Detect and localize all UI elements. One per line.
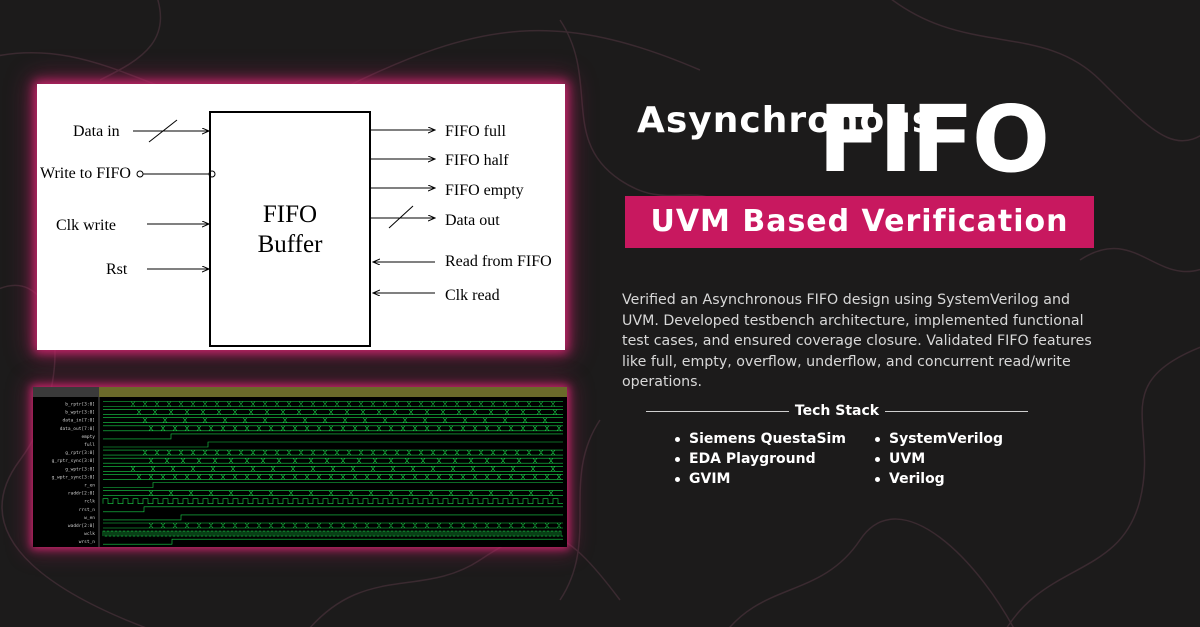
tech-stack-list-1: Siemens QuestaSim EDA Playground GVIM [673, 429, 846, 489]
block-label-line1: FIFO [263, 201, 317, 228]
tech-stack-list-2: SystemVerilog UVM Verilog [873, 429, 1003, 489]
signal-name: rclk [84, 499, 95, 505]
tech-item: UVM [873, 449, 1003, 469]
tech-item: GVIM [673, 469, 846, 489]
signal-name: b_rptr[3:0] [65, 402, 95, 408]
signal-name: empty [81, 434, 95, 440]
signal-name: rrst_n [79, 507, 96, 513]
signal-trace [103, 522, 563, 529]
signal-name: wrst_n [79, 539, 96, 545]
output-label-half: FIFO half [445, 152, 509, 169]
input-label-write: Write to FIFO [40, 165, 131, 182]
signal-name: g_rptr[3:0] [65, 450, 95, 456]
tech-item: Siemens QuestaSim [673, 429, 846, 449]
output-label-full: FIFO full [445, 123, 506, 140]
signal-name: full [84, 442, 95, 448]
output-label-data-out: Data out [445, 212, 500, 229]
signal-trace [103, 474, 563, 480]
output-label-clk-read: Clk read [445, 287, 500, 304]
title-asynchronous: Asynchronous [637, 100, 935, 141]
signal-trace [103, 425, 563, 432]
signal-name: r_en [84, 484, 95, 489]
signal-name: b_wptr[3:0] [65, 410, 95, 416]
signal-name: g_rptr_sync[3:0] [52, 458, 95, 464]
waveform-viewer: b_rptr[3:0] b_wptr[3:0] data_in[7:0] data_o… [33, 387, 567, 547]
signal-name: data_in[7:0] [62, 418, 95, 424]
signal-trace [103, 409, 563, 415]
signal-trace [103, 401, 563, 407]
signal-name: g_wptr[3:0] [65, 466, 95, 472]
input-label-clk-write: Clk write [56, 217, 116, 234]
input-label-data-in: Data in [73, 123, 120, 140]
input-label-rst: Rst [106, 261, 128, 278]
signal-trace [103, 449, 563, 456]
tech-item: SystemVerilog [873, 429, 1003, 449]
signal-trace [103, 457, 563, 464]
tech-stack-heading: Tech Stack [646, 401, 1029, 421]
tech-stack-title: Tech Stack [794, 403, 880, 419]
fifo-buffer-block [209, 111, 371, 347]
tech-item: EDA Playground [673, 449, 846, 469]
signal-trace [103, 490, 563, 496]
signal-name: raddr[2:0] [68, 491, 95, 497]
output-label-read: Read from FIFO [445, 253, 552, 270]
signal-name: data_out[7:0] [60, 426, 95, 432]
signal-trace [103, 433, 563, 440]
signal-name: g_wptr_sync[3:0] [52, 474, 95, 480]
signal-trace [103, 482, 563, 488]
title-fifo: FIFO [818, 86, 1050, 193]
signal-trace [102, 530, 563, 537]
signal-name: wclk [84, 531, 95, 537]
project-description: Verified an Asynchronous FIFO design usi… [622, 292, 1092, 390]
signal-trace [102, 498, 563, 504]
block-label-line2: Buffer [258, 231, 323, 258]
output-label-empty: FIFO empty [445, 182, 524, 199]
signal-trace [103, 538, 563, 545]
signal-trace [103, 506, 563, 513]
signal-trace [103, 441, 563, 448]
tech-item: Verilog [873, 469, 1003, 489]
signal-trace [103, 417, 563, 423]
heading-rule-right [885, 410, 1029, 412]
subtitle-banner: UVM Based Verification [625, 196, 1094, 248]
signal-name: w_en [84, 516, 95, 521]
fifo-block-diagram: FIFO Buffer Data in Write to FIFO Clk wr… [37, 84, 565, 350]
signal-trace [103, 466, 563, 472]
signal-name: waddr[2:0] [68, 523, 95, 529]
signal-trace [103, 514, 563, 521]
heading-rule-left [646, 410, 789, 412]
